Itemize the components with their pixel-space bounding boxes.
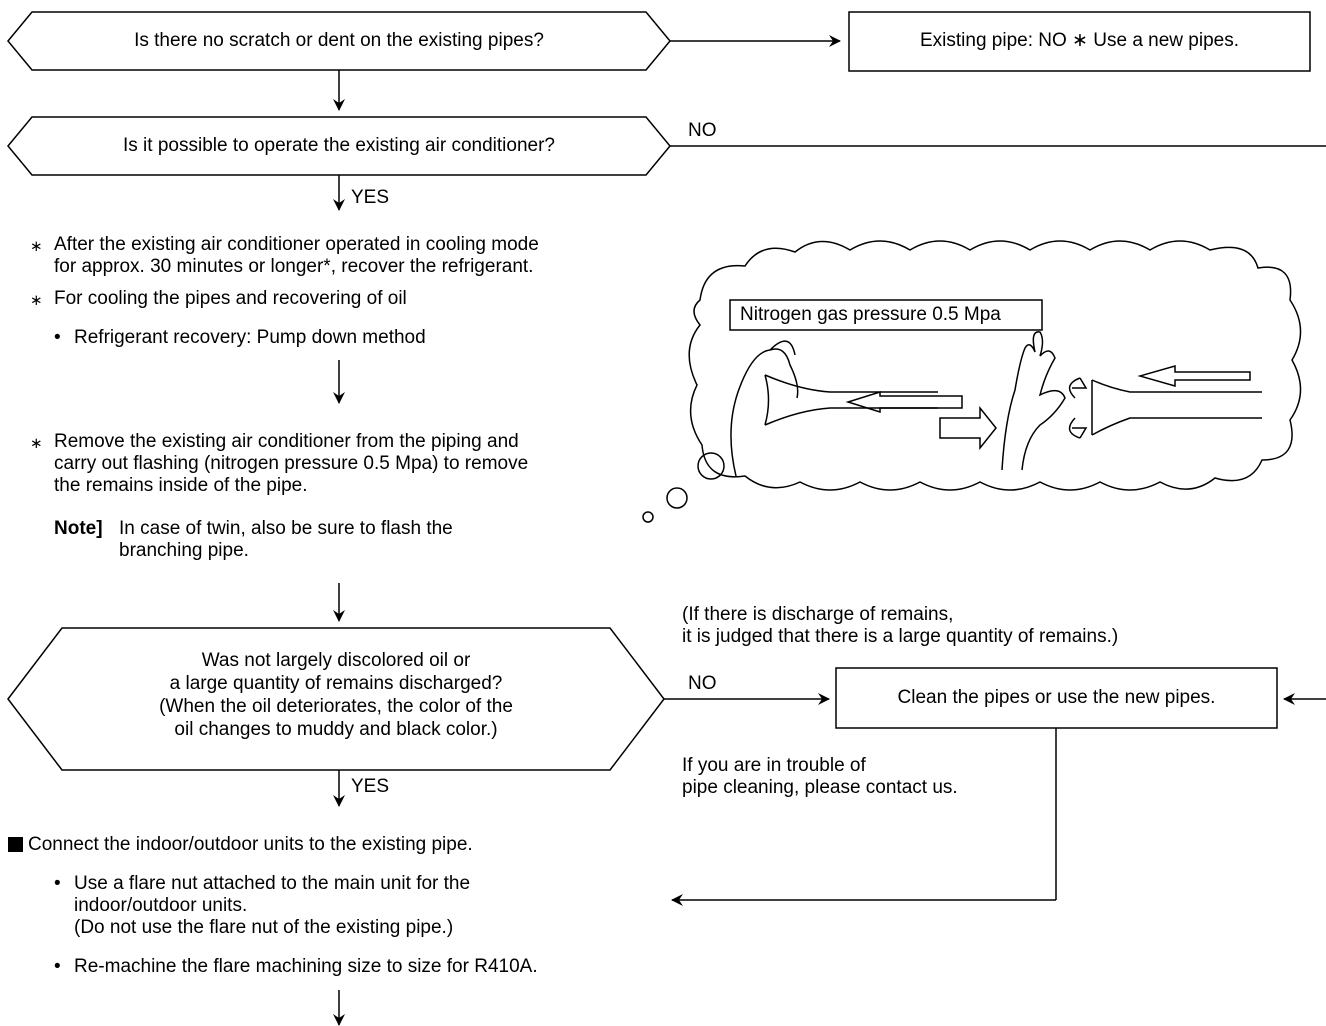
step-1-star: ∗ [30,238,43,255]
transfer-arrow [939,405,997,451]
decision-3-line-4: oil changes to muddy and black color.) [174,719,498,740]
step-3-line-1: Remove the existing air conditioner from… [54,431,519,452]
result-1-box [848,11,1311,72]
thought-cloud [688,240,1302,491]
decision-2-text: Is it possible to operate the existing a… [123,135,555,156]
thought-bubble-small [642,511,654,523]
step-2-sub: Refrigerant recovery: Pump down method [74,327,426,348]
decision-3-no-label: NO [688,673,717,694]
step-1-line-1: After the existing air conditioner opera… [54,234,539,255]
decision-3-line-1: Was not largely discolored oil or [201,650,471,671]
step-3-note-label: Note] [54,518,103,539]
result-3-text: Clean the pipes or use the new pipes. [897,687,1216,708]
decision-3-line-3: (When the oil deteriorates, the color of… [159,696,513,717]
left-hand [730,340,799,477]
result-1-text: Existing pipe: NO ∗ Use a new pipes. [919,30,1239,51]
step-3-star: ∗ [30,435,43,452]
decision-2-yes-label: YES [351,187,390,208]
step-3-note-line-1: In case of twin, also be sure to flash t… [119,518,453,539]
flare-arrows [1068,377,1088,439]
step-2-star: ∗ [30,292,43,309]
thought-bubble-medium [666,487,688,509]
step-4-title: Connect the indoor/outdoor units to the … [28,834,473,855]
step-2-line-1: For cooling the pipes and recovering of … [54,288,407,309]
step-4-bullet-1: • [54,873,61,894]
thought-bubble-large [697,452,725,480]
judgement-note-line-2: it is judged that there is a large quant… [682,626,1119,647]
step-4-b1-line-3: (Do not use the flare nut of the existin… [74,917,454,938]
step-4-bullet-2: • [54,956,61,977]
step-3-note-line-2: branching pipe. [119,540,249,561]
step-3-line-3: the remains inside of the pipe. [54,475,308,496]
step-4-b2: Re-machine the flare machining size to s… [74,956,538,977]
pipe-flow-arrow-left [845,390,963,414]
step-1-line-2: for approx. 30 minutes or longer*, recov… [54,256,534,277]
judgement-note-line-1: (If there is discharge of remains, [682,604,954,625]
illustration-label: Nitrogen gas pressure 0.5 Mpa [740,304,1001,325]
step-4-b1-line-1: Use a flare nut attached to the main uni… [74,873,471,894]
decision-1-text: Is there no scratch or dent on the exist… [134,30,544,51]
step-4-b1-line-2: indoor/outdoor units. [74,895,248,916]
step-4-marker [8,837,23,852]
contact-note-line-2: pipe cleaning, please contact us. [682,777,958,798]
right-pipe [1091,379,1262,436]
decision-3-yes-label: YES [351,776,390,797]
illustration-label-box [729,299,1043,331]
right-hand [1001,331,1066,471]
step-2-bullet: • [54,327,61,348]
step-3-line-2: carry out flashing (nitrogen pressure 0.… [54,453,529,474]
decision-2-no-label: NO [688,120,717,141]
contact-note-line-1: If you are in trouble of [682,755,866,776]
left-pipe [764,374,938,426]
pipe-flow-arrow-right [1137,365,1251,387]
decision-3-line-2: a large quantity of remains discharged? [169,673,503,694]
